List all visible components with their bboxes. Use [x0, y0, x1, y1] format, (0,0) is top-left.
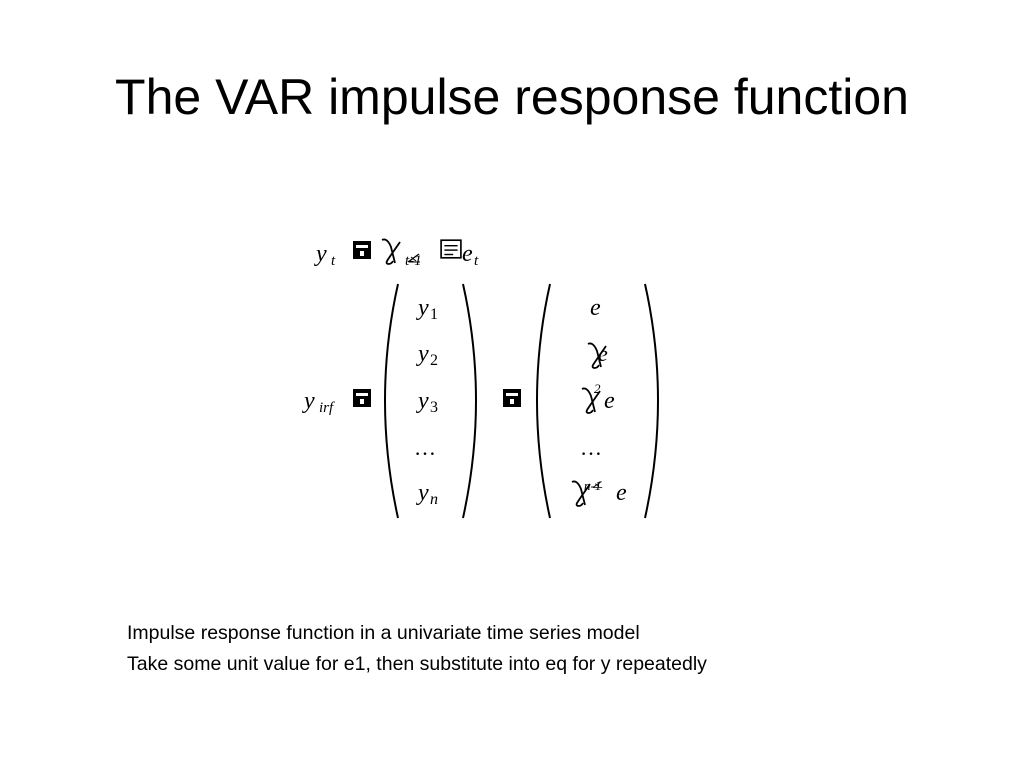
vector-y-entry-sub: 2	[430, 352, 438, 369]
lhs-irf-sub: irf	[319, 400, 335, 416]
slide-notes: Impulse response function in a univariat…	[127, 618, 707, 680]
vector-e-left-paren	[536, 283, 551, 519]
vector-y-entry: y	[416, 341, 429, 367]
vector-e-entry: e	[598, 341, 608, 366]
equals-glyph-icon	[353, 241, 371, 259]
rhs-e: e	[462, 241, 473, 267]
vector-e-entry: e	[590, 295, 601, 321]
vector-e-entry: …	[580, 435, 602, 460]
vector-y-right-paren	[462, 283, 477, 519]
vector-y-entry-sub: 3	[430, 399, 438, 416]
vector-e-right-paren	[644, 283, 659, 519]
vector-y: y 1 y 2 y 3 … y n	[414, 295, 438, 508]
equation-row-2: y irf y 1 y 2 y 3 … y n	[302, 283, 659, 519]
vector-y-entry-sub: 1	[430, 306, 438, 323]
vector-e-entry-sup: n-1	[584, 478, 601, 493]
vector-y-entry-sub: n	[430, 491, 438, 508]
vector-y-entry: y	[416, 295, 429, 321]
vector-e-entry: e	[616, 480, 627, 506]
rhs-e-sub: t	[474, 253, 479, 269]
vector-e-entry: e	[604, 388, 615, 414]
note-line-1: Impulse response function in a univariat…	[127, 622, 640, 644]
note-line-2: Take some unit value for e1, then substi…	[127, 653, 707, 675]
vector-y-left-paren	[384, 283, 399, 519]
equals-glyph-icon-2	[353, 389, 371, 407]
lhs-y: y	[314, 241, 327, 267]
vector-y-entry: y	[416, 388, 429, 414]
lhs-sub: t	[331, 253, 336, 269]
plus-glyph-icon	[440, 239, 462, 259]
vector-e-entry-sup: 2	[594, 381, 601, 396]
vector-y-entry: y	[416, 480, 429, 506]
vector-y-entry: …	[414, 435, 436, 460]
gamma-glyph-icon	[381, 238, 401, 265]
equals-glyph-icon-3	[503, 389, 521, 407]
slide-title: The VAR impulse response function	[115, 69, 909, 125]
vector-e: e e 2 e … n-1 e	[571, 295, 627, 507]
equation-row-1: y t t-1 e t	[314, 238, 479, 269]
lhs-y-irf: y	[302, 388, 315, 414]
rhs-sub: t-1	[405, 253, 422, 269]
